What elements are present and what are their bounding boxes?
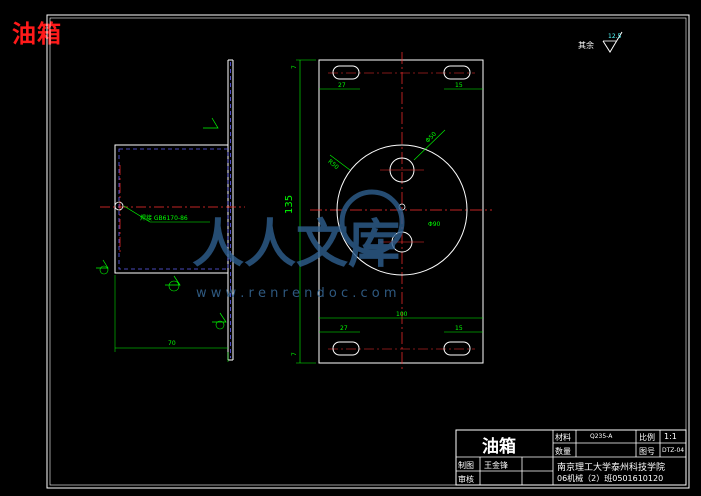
material-label: 材料 [555,433,571,442]
watermark-url: w w w . r e n r e n d o c . c o m [196,286,397,301]
dim-70: 70 [168,340,176,347]
part-name: 油箱 [482,437,516,457]
outer-frame [46,14,690,489]
dim-27-top: 27 [338,82,346,89]
roughness-value: 12.5 [608,33,622,40]
dim-r50: R50 [326,158,340,171]
dim-15-top: 15 [455,82,463,89]
weld-note: 焊接 GB6170-86 [140,214,188,222]
class-info: 06机械（2）班0501610120 [557,474,664,483]
dim-135: 135 [284,195,295,214]
dim-phi90: Φ90 [428,221,441,228]
dim-27-bot: 27 [340,325,348,332]
material-value: Q235-A [590,433,613,440]
qty-label: 数量 [555,447,571,456]
drawn-label: 制图 [458,461,474,470]
watermark: 人人文库 w w w . r e n r e n d o c . c o m [192,189,405,301]
drawing-no-label: 图号 [639,447,655,456]
dim-7-top: 7 [291,65,298,69]
drawing-no-value: DTZ-04 [662,447,685,454]
side-view: 焊接 GB6170-86 70 [96,59,245,362]
front-view: Φ50 R50 Φ90 27 15 27 15 100 135 7 7 [284,52,492,372]
roughness-label: 其余 [578,40,594,50]
check-label: 审核 [458,475,474,484]
dim-100: 100 [396,311,408,318]
scale-label: 比例 [639,433,655,442]
dim-7-bot: 7 [291,352,298,356]
dim-15-bot: 15 [455,325,463,332]
roughness-symbol: 其余 12.5 [578,31,623,53]
drawn-value: 王金锋 [484,461,508,470]
scale-value: 1:1 [664,432,677,441]
title-block [455,429,687,486]
school-name: 南京理工大学泰州科技学院 [557,463,666,473]
corner-title: 油箱 [12,20,62,48]
inner-frame [49,17,687,486]
dim-phi50: Φ50 [424,131,438,145]
watermark-text: 人人文库 [192,215,400,275]
